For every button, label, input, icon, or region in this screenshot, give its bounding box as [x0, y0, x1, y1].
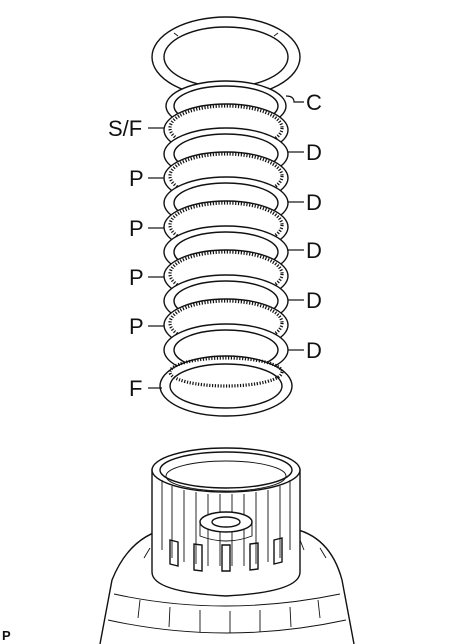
label-d3: D — [306, 238, 322, 263]
label-p1: P — [129, 166, 144, 191]
clutch-drum — [99, 447, 355, 644]
label-d1: D — [306, 140, 322, 165]
label-p4: P — [129, 314, 144, 339]
leaders-left — [148, 127, 164, 389]
label-d2: D — [306, 190, 322, 215]
plate-stack — [159, 80, 293, 417]
label-p2: P — [129, 216, 144, 241]
label-c: C — [306, 90, 322, 115]
retaining-ring — [151, 16, 301, 98]
label-d4: D — [306, 288, 322, 313]
leaders-right — [285, 95, 304, 351]
label-d5: D — [306, 338, 322, 363]
corner-label: P — [2, 628, 11, 643]
label-f: F — [129, 376, 142, 401]
label-p3: P — [129, 265, 144, 290]
label-sf: S/F — [108, 116, 142, 141]
